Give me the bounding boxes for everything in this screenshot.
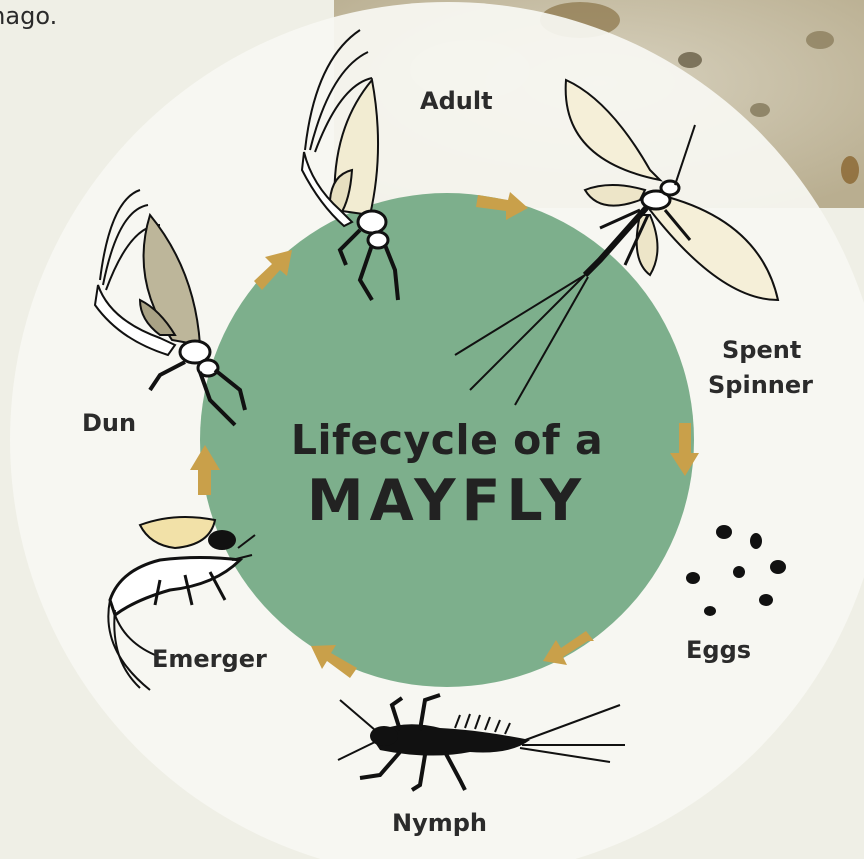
stage-label-emerger: Emerger [152, 642, 267, 676]
stage-label-adult: Adult [420, 84, 493, 118]
stage-label-dun: Dun [82, 406, 136, 440]
diagram-title: Lifecycle of a MAYFLY [222, 412, 672, 534]
partial-caption-text: mago. [0, 2, 57, 30]
title-line-2: MAYFLY [222, 468, 672, 534]
stage-label-spent: Spent [722, 333, 801, 367]
stage-label-spinner: Spinner [708, 368, 813, 402]
title-line-1: Lifecycle of a [222, 412, 672, 468]
stage-label-eggs: Eggs [686, 633, 751, 667]
stage-label-nymph: Nymph [392, 806, 487, 840]
